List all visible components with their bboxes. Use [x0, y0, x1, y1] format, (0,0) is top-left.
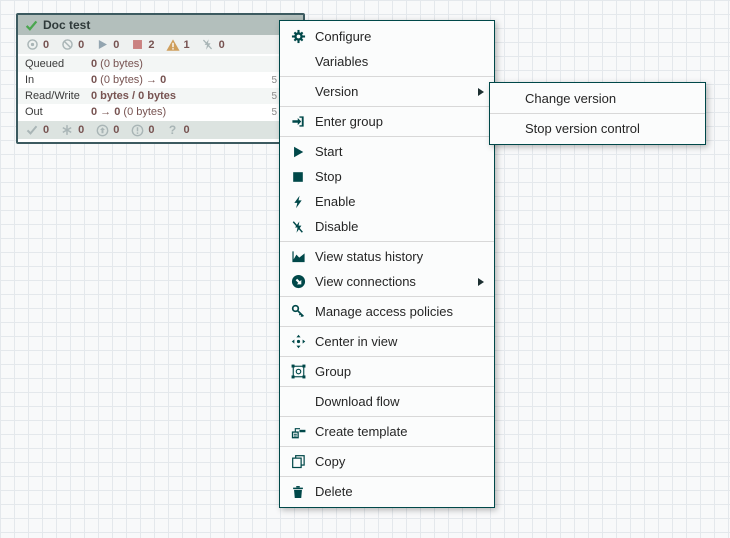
menu-item-configure[interactable]: Configure — [280, 24, 494, 49]
modified-stale-count: 0 — [148, 124, 155, 136]
no-icon-spacer — [290, 394, 306, 410]
menu-separator — [280, 296, 494, 297]
up-to-date-count: 0 — [43, 124, 50, 136]
circle-exclamation-icon — [130, 123, 144, 137]
stat-row-in: In 0 (0 bytes) → 0 5 min — [18, 72, 303, 88]
no-icon-spacer — [290, 84, 306, 100]
version-submenu: Change version Stop version control — [489, 82, 706, 145]
trash-icon — [290, 484, 306, 500]
transmitting-icon — [25, 38, 39, 52]
process-group-header[interactable]: Doc test — [18, 15, 303, 35]
enter-group-icon — [290, 114, 306, 130]
menu-separator — [280, 241, 494, 242]
menu-item-copy[interactable]: Copy — [280, 449, 494, 474]
connection-circle-arrow-icon — [290, 274, 306, 290]
no-icon-spacer — [290, 54, 306, 70]
menu-separator — [490, 113, 705, 114]
stop-square-icon — [290, 169, 306, 185]
lightning-bolt-icon — [290, 194, 306, 210]
menu-separator — [280, 356, 494, 357]
menu-item-delete[interactable]: Delete — [280, 479, 494, 504]
object-group-icon — [290, 364, 306, 380]
menu-item-enter-group[interactable]: Enter group — [280, 109, 494, 134]
menu-item-manage-access-policies[interactable]: Manage access policies — [280, 299, 494, 324]
sync-failure-count: 0 — [183, 124, 190, 136]
menu-separator — [280, 326, 494, 327]
menu-separator — [280, 76, 494, 77]
stat-row-queued: Queued 0 (0 bytes) — [18, 56, 303, 72]
copy-icon — [290, 454, 306, 470]
asterisk-icon — [60, 123, 74, 137]
process-group-stats-bar: 0 0 0 2 1 0 — [18, 35, 303, 56]
menu-separator — [280, 446, 494, 447]
menu-item-download-flow[interactable]: Download flow — [280, 389, 494, 414]
menu-separator — [280, 106, 494, 107]
stopped-count: 2 — [148, 38, 155, 51]
no-icon-spacer — [500, 91, 516, 107]
submenu-arrow-icon — [478, 87, 484, 96]
circle-up-arrow-icon — [95, 123, 109, 137]
stat-row-readwrite: Read/Write 0 bytes / 0 bytes 5 min — [18, 88, 303, 104]
menu-item-version[interactable]: Version — [280, 79, 494, 104]
submenu-arrow-icon — [478, 277, 484, 286]
transmitting-count: 0 — [43, 38, 50, 51]
not-transmitting-icon — [60, 38, 74, 52]
not-transmitting-count: 0 — [78, 38, 85, 51]
menu-separator — [280, 416, 494, 417]
disabled-icon — [201, 38, 215, 52]
submenu-item-change-version[interactable]: Change version — [490, 86, 705, 111]
lightning-bolt-slash-icon — [290, 219, 306, 235]
menu-separator — [280, 136, 494, 137]
locally-modified-count: 0 — [78, 124, 85, 136]
play-icon — [290, 144, 306, 160]
menu-item-variables[interactable]: Variables — [280, 49, 494, 74]
crosshair-icon — [290, 334, 306, 350]
menu-item-create-template[interactable]: Create template — [280, 419, 494, 444]
invalid-count: 1 — [183, 38, 190, 51]
stale-count: 0 — [113, 124, 120, 136]
submenu-item-stop-version-control[interactable]: Stop version control — [490, 116, 705, 141]
menu-item-enable[interactable]: Enable — [280, 189, 494, 214]
process-group-version-bar: 0 0 0 0 ? 0 — [18, 121, 303, 139]
process-group[interactable]: Doc test 0 0 0 2 1 — [16, 13, 305, 144]
menu-separator — [280, 476, 494, 477]
menu-item-group[interactable]: Group — [280, 359, 494, 384]
stat-row-out: Out 0 → 0 (0 bytes) 5 min — [18, 104, 303, 120]
menu-item-view-status-history[interactable]: View status history — [280, 244, 494, 269]
menu-item-view-connections[interactable]: View connections — [280, 269, 494, 294]
question-mark-icon: ? — [168, 123, 177, 137]
gear-icon — [290, 29, 306, 45]
running-icon — [95, 38, 109, 52]
check-icon — [25, 123, 39, 137]
no-icon-spacer — [500, 121, 516, 137]
process-group-title: Doc test — [43, 18, 91, 32]
context-menu: Configure Variables Version Enter group … — [279, 20, 495, 508]
stopped-icon — [130, 38, 144, 52]
warning-icon — [165, 38, 180, 52]
running-count: 0 — [113, 38, 120, 51]
area-chart-icon — [290, 249, 306, 265]
menu-item-disable[interactable]: Disable — [280, 214, 494, 239]
disabled-count: 0 — [218, 38, 225, 51]
menu-item-center-in-view[interactable]: Center in view — [280, 329, 494, 354]
menu-separator — [280, 386, 494, 387]
key-icon — [290, 304, 306, 320]
template-icon — [290, 424, 306, 440]
menu-item-stop[interactable]: Stop — [280, 164, 494, 189]
menu-item-start[interactable]: Start — [280, 139, 494, 164]
up-to-date-check-icon — [24, 18, 38, 32]
